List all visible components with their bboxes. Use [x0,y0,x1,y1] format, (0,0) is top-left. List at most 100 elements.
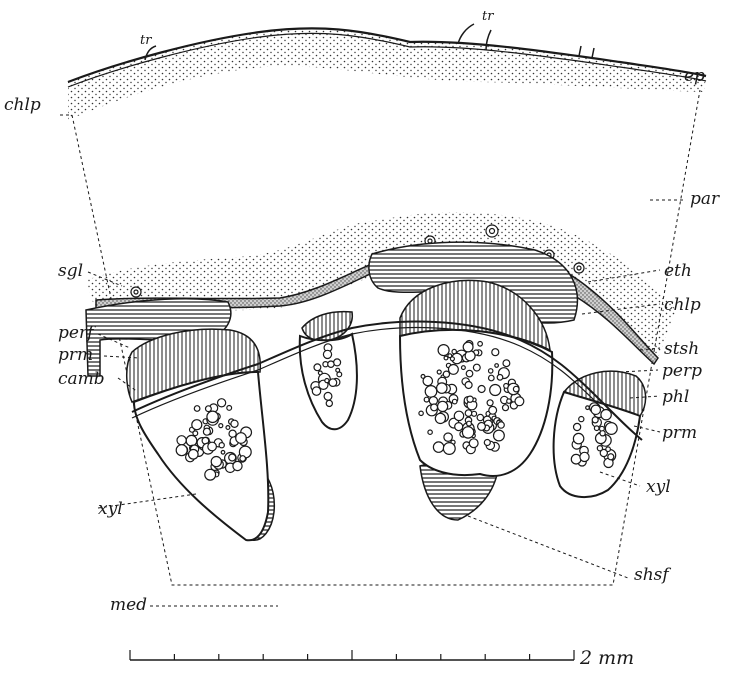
label-perf: perf [58,323,96,343]
xylem-vessel [478,386,485,393]
xylem-vessel [423,376,432,385]
xylem-vessel [424,397,429,402]
label-eth: eth [664,261,692,281]
epidermis-layer [68,24,706,120]
xylem-vessel [591,405,600,414]
xylem-vessel [594,426,599,431]
label-par: par [690,189,720,209]
xylem-vessel [580,452,589,461]
label-phl: phl [662,387,689,407]
xylem-vessel [433,442,443,452]
trichome-center [458,24,474,44]
xylem-vessel [443,443,455,455]
xylem-vessel [438,345,449,356]
xylem-vessel [467,396,473,402]
label-stsh: stsh [664,339,699,359]
xylem-vessel [219,443,224,448]
xylem-vessel [435,413,445,423]
xylem-vessel [312,387,320,395]
xylem-vessel [211,457,221,467]
xylem-vessel [233,461,242,470]
xylem-vessel [462,366,466,370]
xylem-vessel [455,423,463,431]
xylem-vessel [579,417,584,422]
xylem-vessel [515,397,524,406]
xylem-vessel [600,431,605,436]
xylem-vessel [574,423,581,430]
xylem-vessel [419,411,423,415]
xylem-vessel [207,411,218,422]
xylem-vessel [176,445,187,456]
label-chlp-mid: chlp [664,295,701,315]
label-tr-left: tr [140,33,152,48]
xylem-vessel [478,423,486,431]
xylem-vessel [229,430,236,437]
xylem-vessel [489,375,495,381]
xylem-vessel [428,430,432,434]
label-xyl-right: xyl [646,477,671,497]
label-tr-right: tr [482,9,494,24]
xylem-vessel [318,371,322,375]
xylem-vessel [208,442,217,451]
xylem-vessel [437,370,441,374]
xylem-vessel [497,375,503,381]
xylem-vessel [328,361,334,367]
label-prm-right: prm [662,423,697,443]
label-ep: ep [684,66,705,86]
label-med: med [110,595,147,615]
xylem-vessel [431,404,438,411]
xylem-vessel [218,399,226,407]
xylem-vessel [219,424,223,428]
xylem-vessel [334,359,341,366]
xylem-vessel [592,417,598,423]
xylem-vessel [438,401,448,411]
xylem-vessel [606,447,611,452]
xylem-vessel [329,379,337,387]
xylem-vessel [240,456,246,462]
xylem-vessel [494,430,505,441]
label-sgl: sgl [58,261,83,281]
xylem-vessel [336,368,340,372]
xylem-vessel [463,342,473,352]
xylem-vessel [326,400,332,406]
xylem-vessel [425,386,437,398]
xylem-vessel [489,406,497,414]
label-prm-left: prm [58,345,93,365]
xylem-vessel [597,446,602,451]
label-perp: perp [662,361,702,381]
xylem-vessel [450,357,454,361]
xylem-vessel [465,410,472,417]
xylem-vessel [472,411,477,416]
xylem-vessel [473,364,480,371]
xylem-vessel [507,399,511,403]
xylem-vessel [477,414,483,420]
xylem-vessel [189,450,199,460]
xylem-vessel [487,400,493,406]
label-chlp-top: chlp [4,95,41,115]
xylem-vessel [193,431,198,436]
xylem-vessel [490,385,501,396]
xylem-vessel [323,350,331,358]
xylem-vessel [495,364,499,368]
xylem-vessel [605,423,617,435]
xylem-vessel [467,421,472,426]
xylem-vessel [226,426,230,430]
xylem-vessel [205,469,216,480]
xylem-vessel [227,406,232,411]
xylem-vessel [449,365,459,375]
xylem-vessel [231,420,238,427]
label-xyl-left: xyl [98,499,123,519]
xylem-vessel [186,435,197,446]
xylem-vessel [194,406,200,412]
xylem-vessel [236,433,247,444]
xylem-vessel [513,386,519,392]
xylem-vessel [221,451,225,455]
xylem-vessel [573,433,583,443]
xylem-vessel [192,420,202,430]
xylem-vessel [489,369,493,373]
label-camb: camb [58,369,105,389]
xylem-vessel [437,383,447,393]
xylem-vessel [503,360,510,367]
xylem-vessel [314,364,321,371]
